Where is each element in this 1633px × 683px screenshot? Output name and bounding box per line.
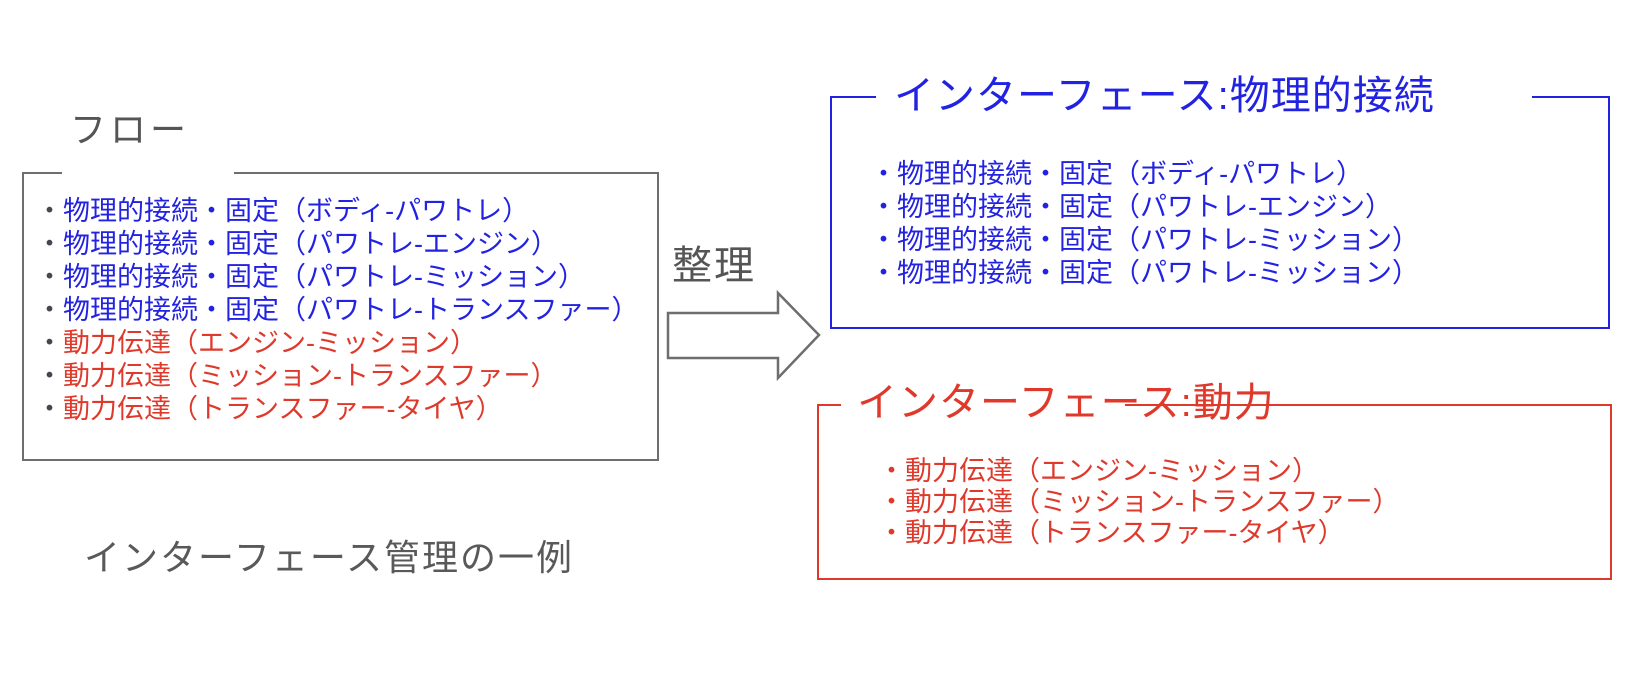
physical-box-title: インターフェース:物理的接続 xyxy=(894,74,1435,118)
flow-box-items: ・物理的接続・固定（ボディ-パワトレ） ・物理的接続・固定（パワトレ-エンジン）… xyxy=(36,195,638,426)
list-item: ・物理的接続・固定（パワトレ-エンジン） xyxy=(870,191,1419,224)
item-text: 物理的接続・固定（パワトレ-ミッション） xyxy=(63,262,585,292)
list-item: ・物理的接続・固定（パワトレ-ミッション） xyxy=(870,224,1419,257)
list-item: ・物理的接続・固定（ボディ-パワトレ） xyxy=(870,158,1419,191)
item-text: 物理的接続・固定（パワトレ-ミッション） xyxy=(897,225,1419,255)
item-text: 物理的接続・固定（パワトレ-エンジン） xyxy=(63,229,558,259)
power-box-title: インターフェース:動力 xyxy=(857,381,1275,425)
item-text: 動力伝達（エンジン-ミッション） xyxy=(905,456,1319,486)
item-text: 動力伝達（ミッション-トランスファー） xyxy=(63,361,558,391)
item-text: 動力伝達（トランスファー-タイヤ） xyxy=(63,394,503,424)
item-bullet: ・ xyxy=(36,262,63,292)
item-text: 動力伝達（ミッション-トランスファー） xyxy=(905,487,1400,517)
right-arrow-icon xyxy=(666,289,821,382)
item-bullet: ・ xyxy=(878,518,905,548)
item-bullet: ・ xyxy=(36,361,63,391)
list-item: ・動力伝達（トランスファー-タイヤ） xyxy=(878,518,1399,549)
list-item: ・物理的接続・固定（パワトレ-ミッション） xyxy=(36,261,638,294)
item-bullet: ・ xyxy=(36,394,63,424)
list-item: ・動力伝達（エンジン-ミッション） xyxy=(36,327,638,360)
list-item: ・動力伝達（ミッション-トランスファー） xyxy=(878,487,1399,518)
interface-power-box: インターフェース:動力 ・動力伝達（エンジン-ミッション） ・動力伝達（ミッショ… xyxy=(817,383,1612,580)
list-item: ・動力伝達（ミッション-トランスファー） xyxy=(36,360,638,393)
list-item: ・物理的接続・固定（パワトレ-ミッション） xyxy=(870,257,1419,290)
list-item: ・動力伝達（エンジン-ミッション） xyxy=(878,456,1399,487)
list-item: ・動力伝達（トランスファー-タイヤ） xyxy=(36,393,638,426)
interface-physical-box: インターフェース:物理的接続 ・物理的接続・固定（ボディ-パワトレ） ・物理的接… xyxy=(830,76,1610,329)
item-bullet: ・ xyxy=(36,295,63,325)
item-text: 物理的接続・固定（パワトレ-エンジン） xyxy=(897,192,1392,222)
item-bullet: ・ xyxy=(870,159,897,189)
power-box-legend-gap xyxy=(841,402,1125,410)
item-text: 物理的接続・固定（パワトレ-ミッション） xyxy=(897,258,1419,288)
caption: インターフェース管理の一例 xyxy=(84,537,575,578)
physical-box-items: ・物理的接続・固定（ボディ-パワトレ） ・物理的接続・固定（パワトレ-エンジン）… xyxy=(870,158,1419,290)
list-item: ・物理的接続・固定（パワトレ-トランスファー） xyxy=(36,294,638,327)
organize-arrow-label: 整理 xyxy=(672,244,756,288)
item-text: 物理的接続・固定（ボディ-パワトレ） xyxy=(897,159,1364,189)
item-bullet: ・ xyxy=(870,225,897,255)
item-bullet: ・ xyxy=(870,192,897,222)
list-item: ・物理的接続・固定（ボディ-パワトレ） xyxy=(36,195,638,228)
item-bullet: ・ xyxy=(870,258,897,288)
item-text: 物理的接続・固定（ボディ-パワトレ） xyxy=(63,196,530,226)
item-bullet: ・ xyxy=(878,487,905,517)
item-bullet: ・ xyxy=(36,328,63,358)
flow-box-title: フロー xyxy=(70,109,191,150)
item-bullet: ・ xyxy=(36,196,63,226)
item-text: 動力伝達（トランスファー-タイヤ） xyxy=(905,518,1345,548)
item-text: 動力伝達（エンジン-ミッション） xyxy=(63,328,477,358)
flow-box: フロー ・物理的接続・固定（ボディ-パワトレ） ・物理的接続・固定（パワトレ-エ… xyxy=(22,112,659,461)
power-box-items: ・動力伝達（エンジン-ミッション） ・動力伝達（ミッション-トランスファー） ・… xyxy=(878,456,1399,549)
physical-box-legend-gap xyxy=(876,94,1532,102)
item-text: 物理的接続・固定（パワトレ-トランスファー） xyxy=(63,295,639,325)
list-item: ・物理的接続・固定（パワトレ-エンジン） xyxy=(36,228,638,261)
flow-box-legend-gap xyxy=(62,170,234,178)
item-bullet: ・ xyxy=(878,456,905,486)
item-bullet: ・ xyxy=(36,229,63,259)
